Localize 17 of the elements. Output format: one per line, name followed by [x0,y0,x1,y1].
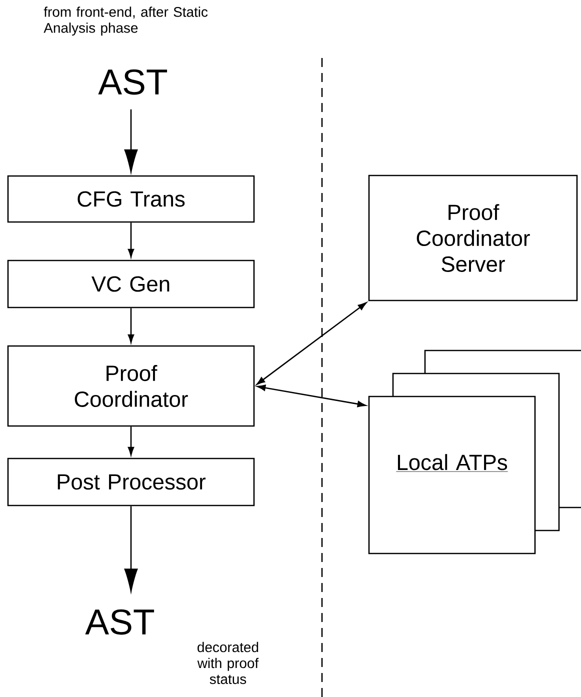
label-text: AST [85,609,154,635]
arrow [128,426,134,456]
process-box: CFG Trans [7,175,255,223]
process-box: Proof Coordinator [7,345,255,427]
note-text: decorated with proof status [197,642,259,684]
arrow [124,506,138,592]
label-text: AST [98,69,168,95]
arrow [128,308,134,343]
process-box: VC Gen [7,260,255,308]
arrow [128,222,134,258]
arrow [124,109,138,172]
stacked-boxes: Local ATPs [368,350,581,554]
process-box: Proof Coordinator Server [368,174,578,302]
process-box: Post Processor [7,458,255,506]
arrow [257,384,366,408]
note-text: from front-end, after Static Analysis phase [44,6,208,36]
arrow [256,302,366,385]
